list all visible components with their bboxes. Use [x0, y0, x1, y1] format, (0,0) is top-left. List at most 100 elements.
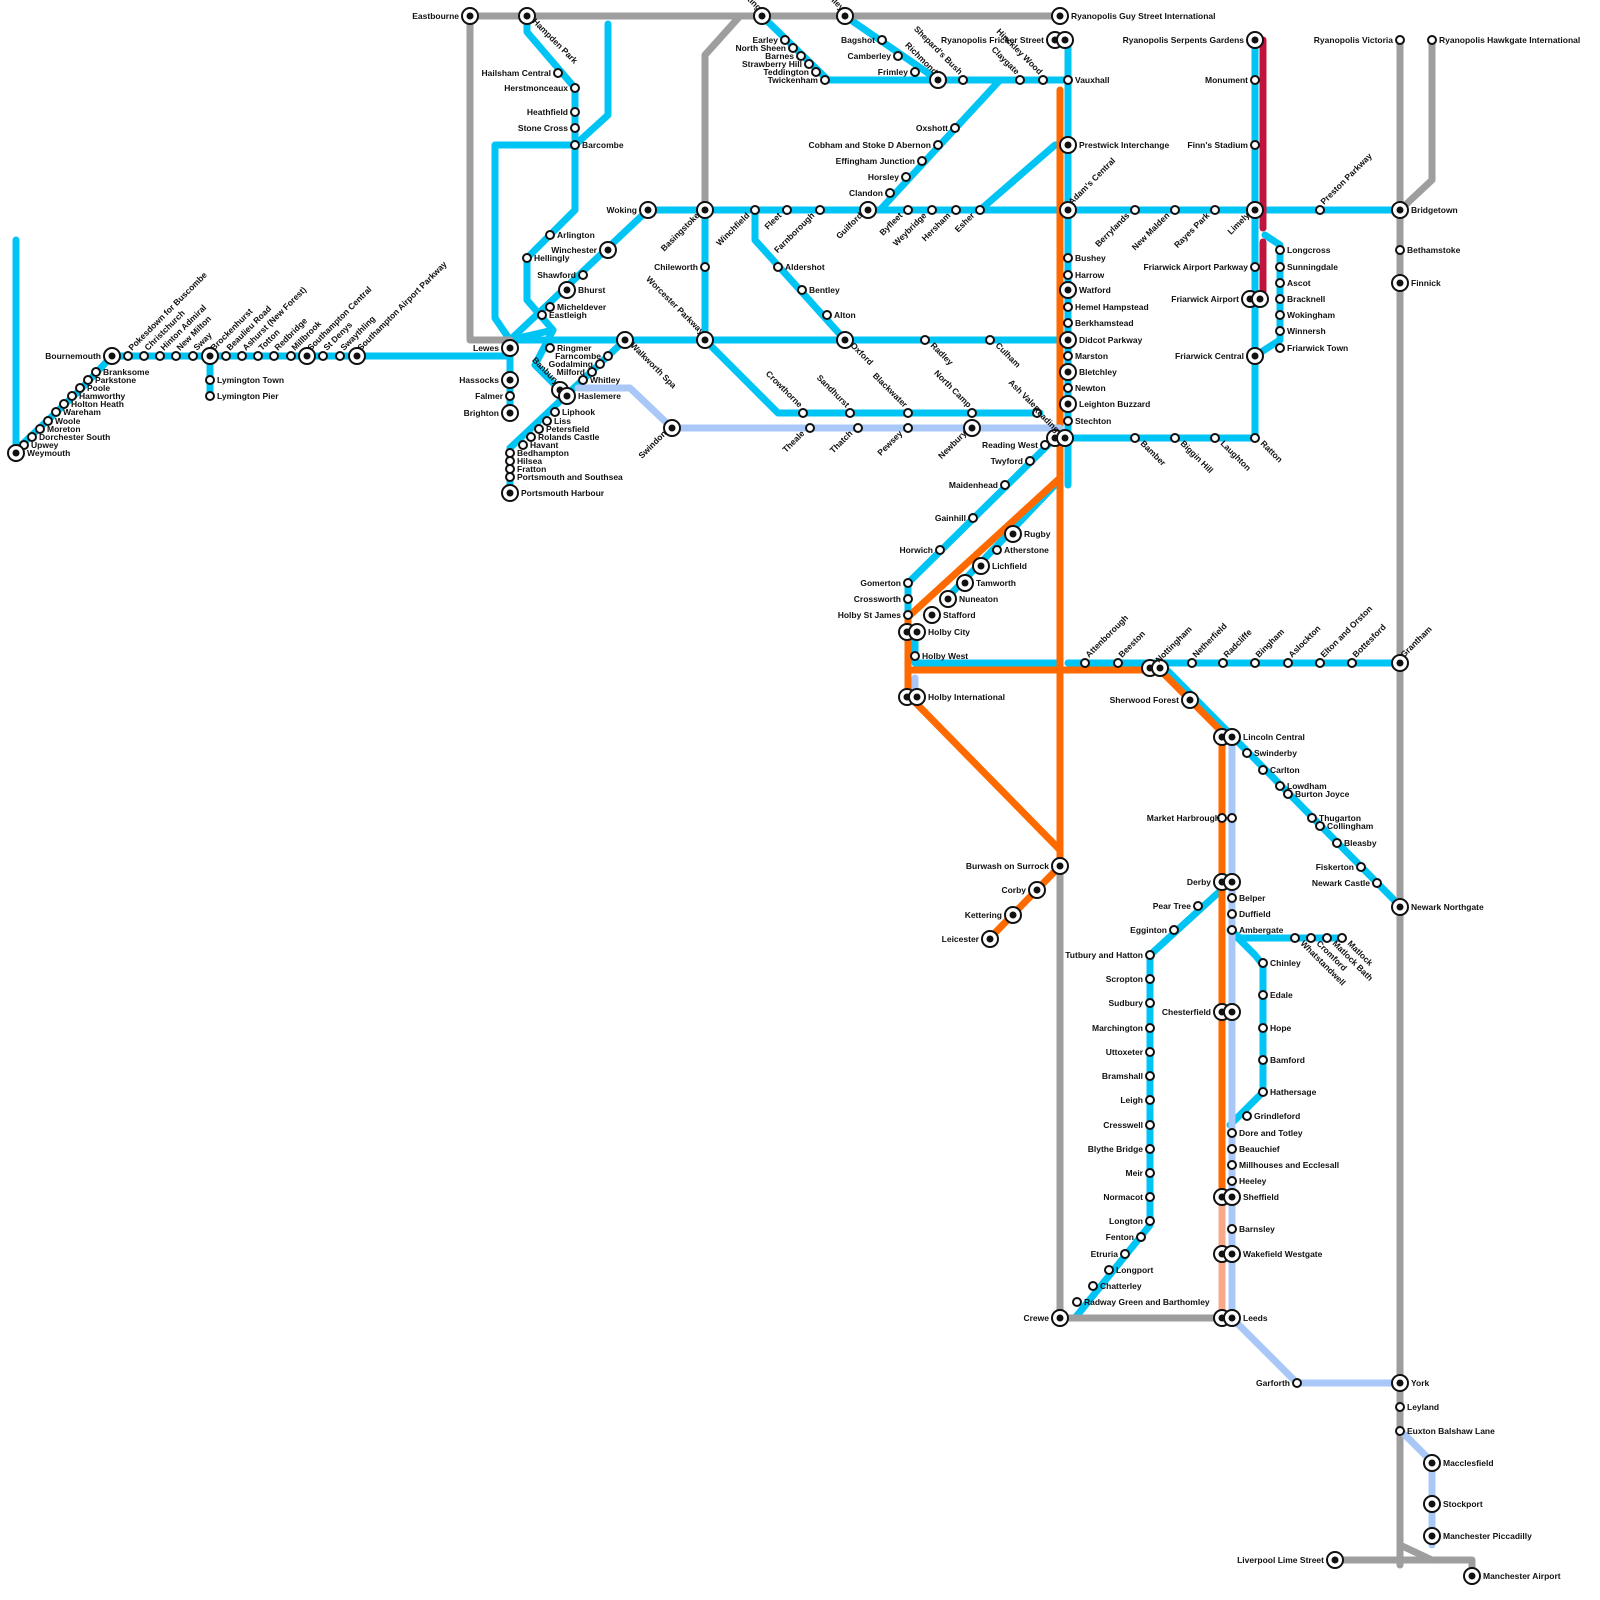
- station[interactable]: Bentley: [798, 285, 840, 295]
- station[interactable]: Kettering: [965, 907, 1021, 923]
- station[interactable]: Gainhill: [935, 513, 977, 523]
- station[interactable]: Grindleford: [1243, 1111, 1300, 1121]
- station[interactable]: Duffield: [1228, 909, 1271, 919]
- station[interactable]: Bhurst: [559, 282, 606, 298]
- station[interactable]: Haslemere: [559, 388, 621, 404]
- station[interactable]: Longport: [1105, 1265, 1153, 1275]
- station[interactable]: Winnersh: [1276, 326, 1326, 336]
- station[interactable]: Leyland: [1396, 1402, 1439, 1412]
- station[interactable]: Sudbury: [1109, 998, 1154, 1008]
- station[interactable]: Berkhamstead: [1064, 318, 1134, 328]
- station[interactable]: Fenton: [1106, 1232, 1145, 1242]
- station[interactable]: Finnick: [1392, 275, 1441, 291]
- station[interactable]: Corby: [1001, 882, 1045, 898]
- station[interactable]: Stone Cross: [518, 123, 579, 133]
- station[interactable]: Holby City: [899, 624, 970, 640]
- station[interactable]: Portsmouth Harbour: [502, 485, 605, 501]
- station[interactable]: Rugby: [1005, 526, 1051, 542]
- station[interactable]: Bracknell: [1276, 294, 1325, 304]
- station[interactable]: Lincoln Central: [1214, 729, 1305, 745]
- station[interactable]: Herstmonceaux: [504, 83, 579, 93]
- station[interactable]: Holby International: [899, 689, 1005, 705]
- station[interactable]: Eastleigh: [538, 310, 587, 320]
- station[interactable]: Marchington: [1092, 1023, 1154, 1033]
- station[interactable]: Ryanopolis Guy Street International: [1052, 8, 1216, 24]
- station[interactable]: Bushey: [1064, 253, 1106, 263]
- station[interactable]: Woking: [606, 202, 656, 218]
- station[interactable]: Euxton Balshaw Lane: [1396, 1426, 1495, 1436]
- station[interactable]: Stechton: [1064, 416, 1111, 426]
- station[interactable]: Manchester Piccadilly: [1424, 1528, 1532, 1544]
- station[interactable]: Prestwick Interchange: [1060, 137, 1170, 153]
- station[interactable]: Vauxhall: [1064, 75, 1110, 85]
- station[interactable]: Garforth: [1256, 1378, 1301, 1388]
- station[interactable]: Ryanopolis Serpents Gardens: [1123, 32, 1263, 48]
- station[interactable]: Meir: [1126, 1168, 1154, 1178]
- station[interactable]: Tamworth: [957, 575, 1016, 591]
- station[interactable]: Bethamstoke: [1396, 245, 1461, 255]
- station[interactable]: Friarwick Airport: [1171, 291, 1268, 307]
- station[interactable]: Sherwood Forest: [1110, 692, 1198, 708]
- station[interactable]: Crewe: [1023, 1310, 1068, 1326]
- station[interactable]: Hailsham Central: [482, 68, 562, 78]
- station[interactable]: Nottingham: [1142, 624, 1194, 676]
- station[interactable]: Reading West: [982, 440, 1049, 450]
- station[interactable]: Heathfield: [527, 107, 579, 117]
- station[interactable]: Shawford: [537, 270, 587, 280]
- station[interactable]: Cobham and Stoke D Abernon: [809, 140, 942, 150]
- station[interactable]: Brighton: [464, 405, 518, 421]
- station[interactable]: Bournemouth: [45, 348, 120, 364]
- station[interactable]: Newton: [1064, 383, 1106, 393]
- station[interactable]: Ascot: [1276, 278, 1311, 288]
- station[interactable]: Chileworth: [654, 262, 709, 272]
- station[interactable]: Twyford: [991, 456, 1034, 466]
- station[interactable]: Bramshall: [1102, 1071, 1154, 1081]
- station[interactable]: Millhouses and Ecclesall: [1228, 1160, 1339, 1170]
- station[interactable]: Chinley: [1259, 958, 1301, 968]
- station[interactable]: Gomerton: [860, 578, 912, 588]
- station[interactable]: Didcot Parkway: [1060, 332, 1143, 348]
- station[interactable]: Wokingham: [1276, 310, 1335, 320]
- station[interactable]: Normacot: [1103, 1192, 1154, 1202]
- station[interactable]: Hope: [1259, 1023, 1292, 1033]
- station[interactable]: Uttoxeter: [1106, 1047, 1154, 1057]
- station[interactable]: Manchester Airport: [1464, 1568, 1561, 1584]
- station[interactable]: Hemel Hampstead: [1064, 302, 1149, 312]
- station[interactable]: Edale: [1259, 990, 1293, 1000]
- station[interactable]: Oxshott: [916, 123, 959, 133]
- station[interactable]: Hellingly: [523, 253, 570, 263]
- station[interactable]: Ratton: [1251, 434, 1285, 464]
- station[interactable]: Finn's Stadium: [1187, 140, 1259, 150]
- station[interactable]: Derby: [1187, 874, 1240, 890]
- station[interactable]: Bamford: [1259, 1055, 1305, 1065]
- station[interactable]: Eastbourne: [412, 8, 478, 24]
- station[interactable]: Carlton: [1259, 765, 1300, 775]
- station[interactable]: Tutbury and Hatton: [1065, 950, 1154, 960]
- station[interactable]: Sheffield: [1214, 1189, 1279, 1205]
- station[interactable]: Beauchief: [1228, 1144, 1280, 1154]
- station[interactable]: Stafford: [924, 607, 976, 623]
- station[interactable]: Dore and Totley: [1228, 1128, 1303, 1138]
- station[interactable]: Bletchley: [1060, 364, 1117, 380]
- station[interactable]: Marston: [1064, 351, 1108, 361]
- station[interactable]: Blythe Bridge: [1088, 1144, 1154, 1154]
- station[interactable]: Atherstone: [993, 545, 1049, 555]
- station[interactable]: Radway Green and Barthomley: [1073, 1297, 1210, 1307]
- station[interactable]: Etruria: [1091, 1249, 1129, 1259]
- station[interactable]: Hassocks: [459, 372, 518, 388]
- station[interactable]: Southampton Airport Parkway: [349, 259, 449, 364]
- station[interactable]: Bleasby: [1333, 838, 1377, 848]
- station[interactable]: Egginton: [1130, 925, 1178, 935]
- station[interactable]: Clandon: [849, 188, 894, 198]
- station[interactable]: Harrow: [1064, 270, 1105, 280]
- station[interactable]: Liverpool Lime Street: [1237, 1552, 1343, 1568]
- station[interactable]: Heeley: [1228, 1176, 1267, 1186]
- station[interactable]: Crossworth: [854, 594, 912, 604]
- station[interactable]: Lymington Town: [206, 375, 284, 385]
- station[interactable]: Alton: [823, 310, 856, 320]
- station[interactable]: Newark Northgate: [1392, 899, 1484, 915]
- station[interactable]: Portsmouth and Southsea: [506, 472, 623, 482]
- station[interactable]: Monument: [1205, 75, 1259, 85]
- station[interactable]: Bridgetown: [1392, 202, 1458, 218]
- station[interactable]: York: [1392, 1375, 1430, 1391]
